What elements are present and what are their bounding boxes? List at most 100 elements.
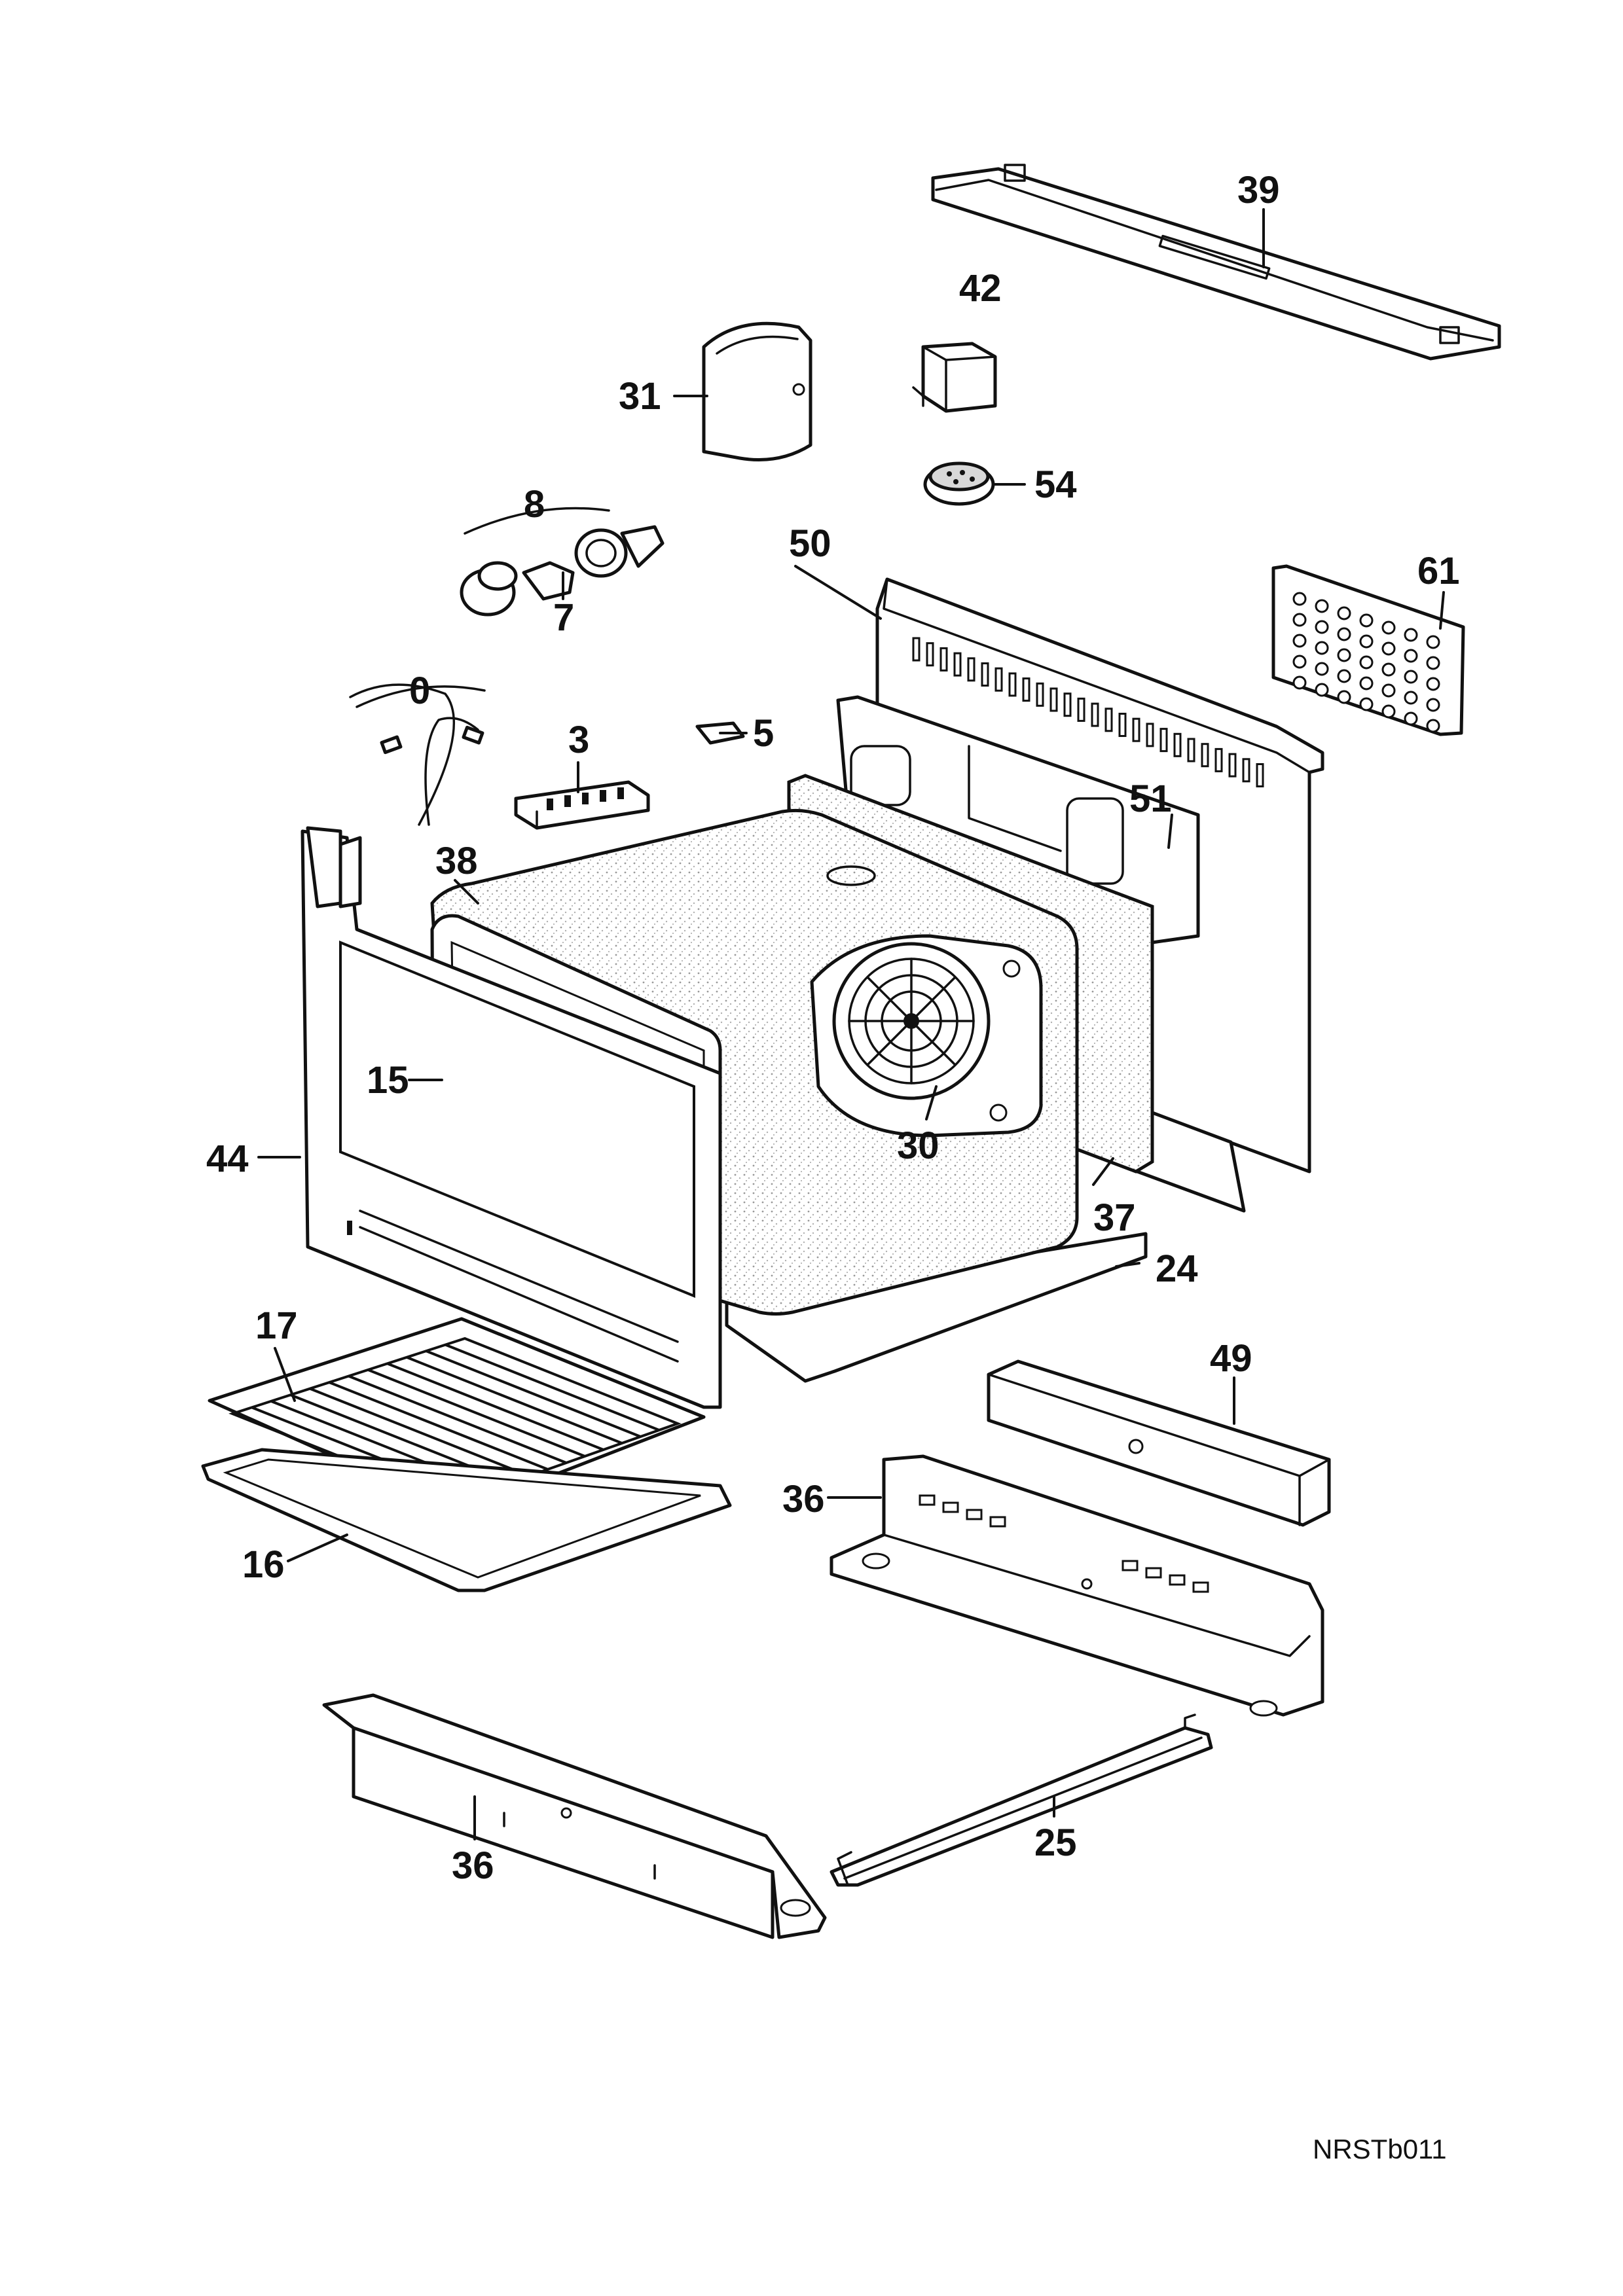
- vent-slot: [1132, 717, 1140, 742]
- vent-slot: [1242, 758, 1250, 783]
- perforation-hole: [1292, 613, 1307, 627]
- curved-cover-part: [702, 321, 812, 461]
- callout-17: 17: [255, 1304, 298, 1347]
- vent-slot: [1022, 677, 1030, 702]
- control-box-part: [987, 1359, 1331, 1527]
- perforation-hole: [1426, 719, 1440, 733]
- perforation-hole: [1426, 635, 1440, 649]
- fan-cap-part: [923, 461, 995, 506]
- perforation-hole: [1404, 649, 1418, 663]
- vent-slot: [953, 652, 962, 677]
- shelf-wire: [309, 1387, 530, 1477]
- rail-slot: [1145, 1567, 1162, 1579]
- callout-44: 44: [206, 1138, 249, 1180]
- vent-slot: [1049, 687, 1058, 712]
- vent-slot: [981, 662, 989, 687]
- perforation-hole: [1381, 641, 1396, 656]
- thermostat-bracket-part: [912, 342, 997, 413]
- vent-slot: [967, 657, 976, 682]
- perforation-hole: [1381, 704, 1396, 719]
- callout-51: 51: [1129, 778, 1172, 820]
- vent-slot: [1256, 763, 1264, 787]
- vent-slot: [1214, 747, 1223, 772]
- callout-16: 16: [242, 1543, 285, 1586]
- side-rail-left-part: [322, 1693, 827, 1939]
- terminal-block-part: [514, 780, 650, 830]
- perforation-hole: [1292, 655, 1307, 669]
- vent-slot: [1036, 682, 1044, 707]
- callout-30: 30: [897, 1124, 939, 1167]
- perforation-hole: [1381, 620, 1396, 635]
- shelf-wire: [367, 1369, 586, 1458]
- perforation-hole: [1337, 669, 1351, 683]
- shelf-wire: [406, 1355, 623, 1444]
- vent-slot: [994, 667, 1003, 692]
- perforation-hole: [1404, 670, 1418, 684]
- baking-tray-part: [201, 1448, 732, 1592]
- rail-slot: [942, 1501, 959, 1513]
- rail-slot: [1169, 1574, 1186, 1586]
- rail-slot: [919, 1494, 936, 1506]
- rail-slot: [1192, 1581, 1209, 1593]
- top-rail-part: [931, 164, 1501, 361]
- perforation-hole: [1359, 634, 1374, 649]
- cross-rail-part: [830, 1713, 1213, 1887]
- callout-38: 38: [435, 840, 478, 882]
- callout-31: 31: [619, 375, 661, 418]
- vent-slot: [912, 637, 921, 662]
- rail-slot: [1122, 1560, 1139, 1571]
- rail-slot: [966, 1509, 983, 1520]
- perforation-hole: [1426, 677, 1440, 691]
- callout-36-left: 36: [452, 1844, 494, 1887]
- callout-37: 37: [1093, 1196, 1136, 1239]
- callout-8: 8: [524, 483, 545, 526]
- perforation-hole: [1292, 634, 1307, 648]
- callout-25: 25: [1034, 1821, 1077, 1864]
- callout-15: 15: [367, 1059, 409, 1102]
- leader-lines: [257, 208, 1445, 1840]
- shelf-wire: [348, 1374, 567, 1464]
- shelf-wire: [386, 1362, 604, 1451]
- callout-61: 61: [1417, 550, 1460, 592]
- front-frame-part: [301, 826, 722, 1409]
- perforation-hole: [1337, 690, 1351, 704]
- wiring-part: [349, 683, 486, 826]
- shelf-wire: [426, 1350, 642, 1438]
- callout-24: 24: [1156, 1247, 1198, 1290]
- perforation-hole: [1359, 613, 1374, 628]
- perforation-hole: [1381, 662, 1396, 677]
- perforation-hole: [1337, 606, 1351, 620]
- callout-5: 5: [753, 712, 774, 755]
- perforation-hole: [1426, 656, 1440, 670]
- callout-54: 54: [1034, 463, 1077, 506]
- callout-42: 42: [959, 267, 1002, 310]
- shelf-wires: [251, 1343, 660, 1497]
- callout-7: 7: [553, 596, 574, 639]
- callout-36-right: 36: [782, 1478, 825, 1520]
- perforation-hole: [1359, 676, 1374, 691]
- callout-50: 50: [789, 522, 831, 565]
- perforation-hole: [1315, 641, 1329, 655]
- shelf-wire: [445, 1343, 660, 1431]
- vent-slot: [939, 647, 948, 672]
- vent-slot: [1063, 692, 1072, 717]
- perforation-hole: [1315, 683, 1329, 697]
- callout-labels: 39 42 31 54 8 50 61 7 0 5 3 51 38 15 44 …: [206, 169, 1460, 1887]
- callout-3: 3: [568, 719, 589, 761]
- vent-slot: [1201, 743, 1209, 768]
- perforation-hole: [1315, 620, 1329, 634]
- perforation-hole: [1359, 697, 1374, 711]
- drawing-code: NRSTb011: [1313, 2134, 1447, 2164]
- oven-lamp-part: [460, 507, 665, 617]
- rail-slot: [989, 1516, 1006, 1528]
- vent-slot: [1146, 723, 1154, 747]
- shelf-wire: [329, 1381, 549, 1471]
- perforation-hole: [1404, 711, 1418, 726]
- rail-slots: [919, 1494, 1209, 1593]
- vent-slot: [1187, 738, 1195, 762]
- perforation-hole: [1337, 627, 1351, 641]
- perforation-hole: [1315, 662, 1329, 676]
- perforation-hole: [1337, 648, 1351, 662]
- callout-49: 49: [1210, 1337, 1252, 1380]
- vent-slot: [1173, 732, 1182, 757]
